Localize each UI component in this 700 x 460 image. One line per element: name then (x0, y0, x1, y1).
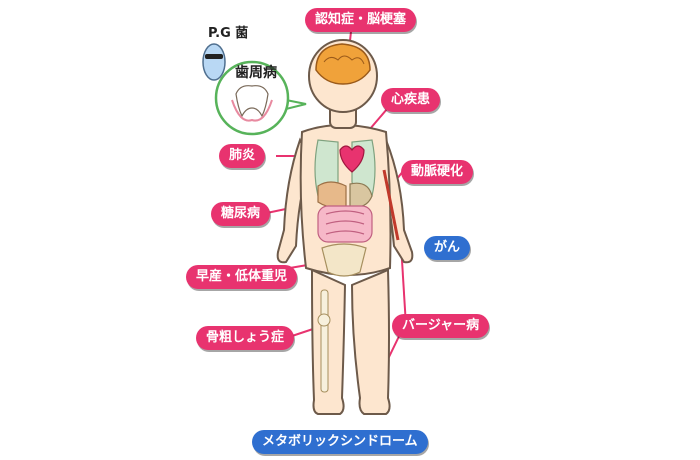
label-premature-birth: 早産・低体重児 (186, 265, 298, 289)
tooth-icon (235, 85, 269, 118)
bacteria-mascot-icon (202, 43, 226, 81)
label-diabetes: 糖尿病 (211, 202, 271, 226)
leg-bone (317, 289, 331, 393)
label-pneumonia: 肺炎 (219, 144, 266, 168)
bacteria-label: P.G 菌 (208, 26, 249, 41)
periodontal-label: 歯周病 (235, 65, 277, 81)
label-osteoporosis: 骨粗しょう症 (196, 326, 295, 350)
intestines (317, 205, 373, 243)
artery (382, 169, 400, 241)
label-cancer: がん (424, 236, 471, 260)
speech-bubble (214, 60, 307, 136)
brain (315, 43, 371, 85)
heart-organ (339, 145, 365, 173)
pelvis (321, 243, 367, 277)
liver (317, 181, 347, 208)
label-metabolic-syndrome: メタボリックシンドローム (252, 430, 428, 454)
label-buerger-disease: バージャー病 (392, 314, 490, 338)
label-dementia: 認知症・脳梗塞 (305, 8, 417, 32)
label-arteriosclerosis: 動脈硬化 (401, 160, 474, 184)
label-heart-disease: 心疾患 (381, 88, 441, 112)
